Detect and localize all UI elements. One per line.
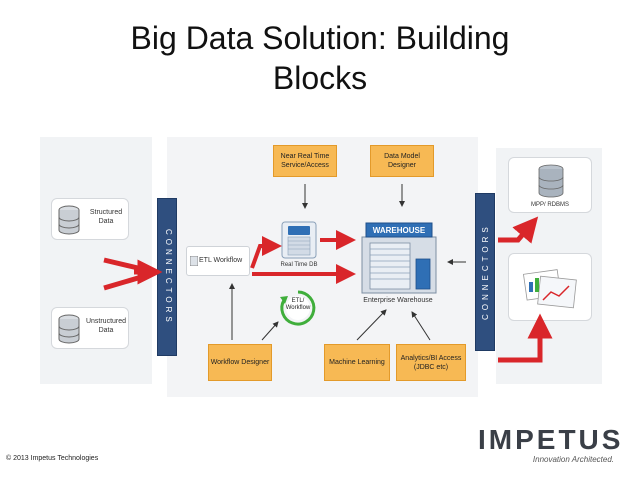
workflow-designer-box: Workflow Designer: [208, 344, 272, 381]
etl-workflow-label: ETL Workflow: [199, 257, 243, 264]
right-connectors-bar: CONNECTORS: [475, 193, 495, 351]
copyright-text: © 2013 Impetus Technologies: [6, 455, 99, 462]
warehouse-sign: WAREHOUSE: [373, 226, 426, 235]
structured-data-box: Structured Data: [51, 198, 129, 240]
machine-learning-box: Machine Learning: [324, 344, 390, 381]
structured-data-label: Structured Data: [89, 209, 123, 225]
mpp-rdbms-box: MPP/ RDBMS: [508, 157, 592, 213]
right-connectors-label: CONNECTORS: [481, 223, 490, 321]
real-time-db-label: Real Time DB: [280, 262, 318, 268]
left-connectors-bar: CONNECTORS: [157, 198, 177, 356]
data-model-designer-box: Data Model Designer: [370, 145, 434, 177]
real-time-db-icon: [281, 221, 317, 259]
slide-title: Big Data Solution: Building Blocks: [70, 18, 570, 98]
impetus-logo: IMPETUS: [478, 424, 624, 455]
reports-icon: [523, 269, 577, 309]
server-stack-icon: [538, 164, 564, 198]
reports-box: [508, 253, 592, 321]
title-line-1: Big Data Solution: Building: [130, 20, 510, 56]
database-icon: [58, 205, 80, 235]
etl-cycle-icon: [280, 290, 316, 326]
warehouse-icon: WAREHOUSE: [361, 222, 437, 294]
unstructured-data-label: Unstructured Data: [85, 318, 127, 334]
near-real-time-box: Near Real Time Service/Access: [273, 145, 337, 177]
left-connectors-label: CONNECTORS: [164, 228, 173, 326]
workflow-icon: [190, 256, 198, 266]
etl-workflow-cycle-label: ETL/ Workflow: [285, 298, 311, 311]
analytics-bi-box: Analytics/BI Access (JDBC etc): [396, 344, 466, 381]
title-line-2: Blocks: [272, 60, 368, 96]
impetus-tagline: Innovation Architected.: [532, 455, 614, 464]
unstructured-data-box: Unstructured Data: [51, 307, 129, 349]
enterprise-warehouse-label: Enterprise Warehouse: [363, 297, 433, 304]
database-icon: [58, 314, 80, 344]
mpp-rdbms-label: MPP/ RDBMS: [530, 202, 569, 208]
etl-workflow-box: ETL Workflow: [186, 246, 250, 276]
